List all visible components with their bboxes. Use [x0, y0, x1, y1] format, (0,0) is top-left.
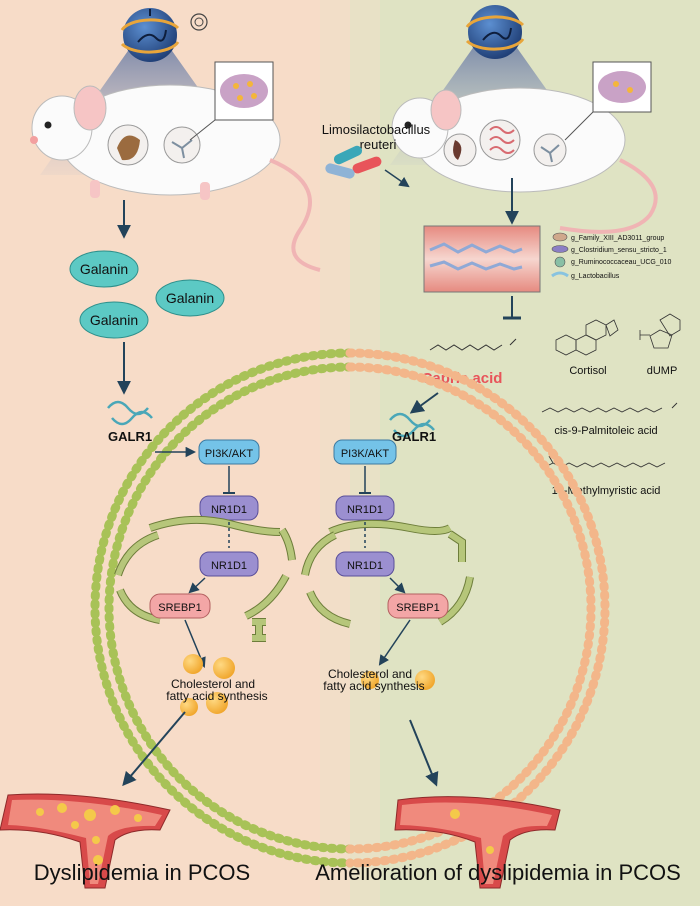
right-lipid-droplet-icon — [361, 670, 435, 690]
svg-text:NR1D1: NR1D1 — [211, 504, 247, 516]
right-srebp1: SREBP1 — [387, 593, 449, 619]
cortisol-structure — [555, 319, 619, 356]
left-pi3k-akt: PI3K/AKT — [198, 439, 260, 465]
svg-text:NR1D1: NR1D1 — [347, 504, 383, 516]
left-srebp1: SREBP1 — [149, 593, 211, 619]
right-synthesis-line1: Cholesterol and — [328, 667, 412, 681]
svg-text:g_Clostridium_sensu_stricto_1: g_Clostridium_sensu_stricto_1 — [571, 247, 667, 254]
left-blood-vessel-icon — [0, 793, 171, 889]
right-receptor-icon: GALR1 — [389, 412, 436, 444]
left-endoplasmic-reticulum — [114, 515, 296, 642]
palmitoleic-label: cis-9-Palmitoleic acid — [554, 425, 657, 437]
left-synthesis-line1: Cholesterol and — [171, 677, 255, 691]
galanin-bubble-1: Galanin — [69, 250, 139, 288]
right-blood-vessel-icon — [394, 796, 561, 889]
left-receptor-icon: GALR1 — [107, 400, 153, 444]
svg-text:GALR1: GALR1 — [108, 429, 152, 444]
dump-label: dUMP — [647, 365, 678, 377]
right-title: Amelioration of dyslipidemia in PCOS — [315, 860, 681, 885]
svg-text:g_Ruminococcaceau_UCG_010: g_Ruminococcaceau_UCG_010 — [571, 259, 671, 266]
svg-text:SREBP1: SREBP1 — [158, 602, 201, 614]
cell-membrane-left — [90, 348, 355, 868]
svg-text:PI3K/AKT: PI3K/AKT — [205, 448, 254, 460]
svg-text:SREBP1: SREBP1 — [396, 602, 439, 614]
svg-text:g_Lactobacillus: g_Lactobacillus — [571, 273, 620, 280]
dump-structure — [639, 313, 681, 349]
svg-text:NR1D1: NR1D1 — [211, 560, 247, 572]
right-pi3k-akt: PI3K/AKT — [333, 439, 397, 465]
svg-text:NR1D1: NR1D1 — [347, 560, 383, 572]
right-nr1d1-top: NR1D1 — [335, 495, 395, 521]
capric-structure — [429, 338, 517, 351]
right-synthesis-line2: fatty acid synthesis — [323, 679, 424, 693]
probiotic-bacteria-icon — [325, 145, 382, 179]
right-mouse-icon — [391, 87, 658, 234]
left-mouse-icon — [30, 84, 321, 272]
svg-text:PI3K/AKT: PI3K/AKT — [341, 448, 390, 460]
galanin-bubble-2: Galanin — [155, 279, 225, 317]
left-nr1d1-top: NR1D1 — [199, 495, 259, 521]
right-endoplasmic-reticulum — [301, 519, 474, 628]
probiotic-label-2: reuteri — [360, 137, 397, 152]
bacteria-legend: g_Family_XIII_AD3011_group g_Clostridium… — [551, 232, 671, 280]
galanin-bubble-3: Galanin — [79, 301, 149, 339]
gut-icon — [423, 225, 541, 293]
right-nr1d1-bottom: NR1D1 — [335, 551, 395, 577]
svg-text:Galanin: Galanin — [80, 261, 128, 277]
left-title: Dyslipidemia in PCOS — [34, 860, 250, 885]
left-synthesis-line2: fatty acid synthesis — [166, 689, 267, 703]
left-lipid-droplet-icon — [180, 654, 235, 716]
cortisol-label: Cortisol — [569, 365, 606, 377]
svg-text:Galanin: Galanin — [90, 312, 138, 328]
right-ovary-icon — [564, 61, 652, 141]
probiotic-label-1: Limosilactobacillus — [322, 122, 431, 137]
left-ovary-icon — [189, 61, 274, 141]
svg-text:GALR1: GALR1 — [392, 429, 436, 444]
svg-text:Galanin: Galanin — [166, 290, 214, 306]
svg-text:g_Family_XIII_AD3011_group: g_Family_XIII_AD3011_group — [571, 235, 664, 242]
left-nr1d1-bottom: NR1D1 — [199, 551, 259, 577]
palmitoleic-structure — [541, 402, 678, 413]
